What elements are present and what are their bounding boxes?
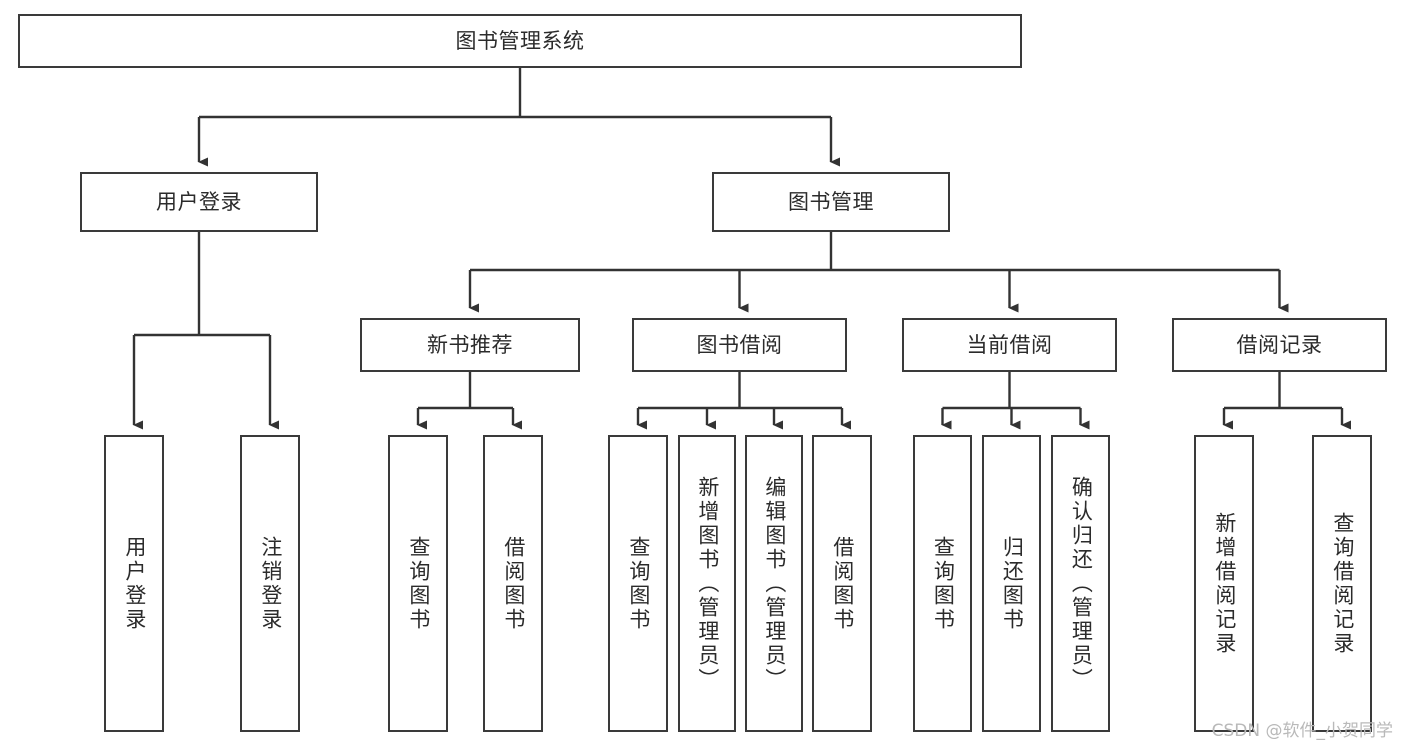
node-label: 新书推荐 — [427, 332, 513, 357]
node-borrow-records[interactable]: 借阅记录 — [1172, 318, 1387, 372]
node-leaf-query-record[interactable]: 查询借阅记录 — [1312, 435, 1372, 732]
node-current-borrow[interactable]: 当前借阅 — [902, 318, 1117, 372]
node-label: 查询图书 — [626, 535, 651, 632]
node-label: 编辑图书（管理员） — [762, 475, 787, 692]
node-label: 借阅图书 — [830, 535, 855, 632]
node-leaf-add-book[interactable]: 新增图书（管理员） — [678, 435, 736, 732]
node-leaf-return-book[interactable]: 归还图书 — [982, 435, 1041, 732]
node-label: 图书管理 — [788, 189, 874, 214]
node-leaf-query-book-1[interactable]: 查询图书 — [388, 435, 448, 732]
node-leaf-user-login[interactable]: 用户登录 — [104, 435, 164, 732]
node-book-manage[interactable]: 图书管理 — [712, 172, 950, 232]
node-leaf-borrow-book-1[interactable]: 借阅图书 — [483, 435, 543, 732]
node-label: 新增图书（管理员） — [695, 475, 720, 692]
node-book-borrow[interactable]: 图书借阅 — [632, 318, 847, 372]
node-label: 确认归还（管理员） — [1069, 475, 1094, 692]
node-root[interactable]: 图书管理系统 — [18, 14, 1022, 68]
node-leaf-query-book-2[interactable]: 查询图书 — [608, 435, 668, 732]
node-label: 图书管理系统 — [455, 28, 585, 53]
node-label: 借阅记录 — [1236, 332, 1323, 357]
node-label: 当前借阅 — [966, 332, 1053, 357]
node-new-book-recommend[interactable]: 新书推荐 — [360, 318, 580, 372]
node-leaf-confirm-return[interactable]: 确认归还（管理员） — [1051, 435, 1110, 732]
node-label: 用户登录 — [122, 535, 147, 632]
node-leaf-add-record[interactable]: 新增借阅记录 — [1194, 435, 1254, 732]
node-leaf-logout[interactable]: 注销登录 — [240, 435, 300, 732]
node-label: 归还图书 — [1000, 535, 1025, 632]
node-label: 注销登录 — [258, 535, 283, 632]
node-label: 查询借阅记录 — [1330, 511, 1355, 656]
node-user-login[interactable]: 用户登录 — [80, 172, 318, 232]
node-label: 查询图书 — [406, 535, 431, 632]
node-label: 图书借阅 — [696, 332, 783, 357]
node-leaf-borrow-book-2[interactable]: 借阅图书 — [812, 435, 872, 732]
node-label: 用户登录 — [156, 189, 242, 214]
node-label: 借阅图书 — [501, 535, 526, 632]
node-label: 查询图书 — [931, 535, 956, 632]
node-leaf-edit-book[interactable]: 编辑图书（管理员） — [745, 435, 803, 732]
node-leaf-query-book-3[interactable]: 查询图书 — [913, 435, 972, 732]
node-label: 新增借阅记录 — [1212, 511, 1237, 656]
